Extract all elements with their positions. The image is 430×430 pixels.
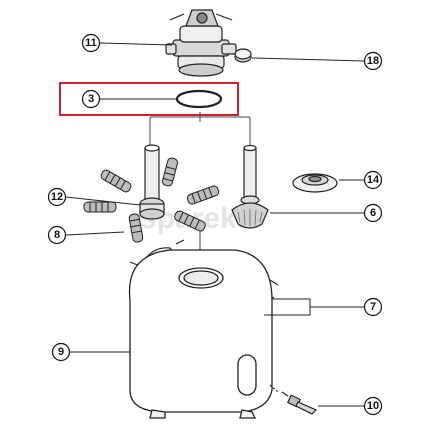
callout-label-standpipe: 6 bbox=[370, 207, 376, 219]
callout-circles bbox=[47, 33, 383, 416]
callout-label-valve-cap: 18 bbox=[367, 55, 379, 67]
lateral-hub[interactable] bbox=[139, 144, 165, 220]
drain-plug[interactable] bbox=[269, 384, 318, 415]
callout-label-o-ring: 3 bbox=[88, 93, 94, 105]
callout-label-lateral: 8 bbox=[54, 229, 60, 241]
callout-label-cover: 14 bbox=[367, 174, 380, 186]
cap[interactable] bbox=[234, 48, 252, 63]
callout-label-tank: 9 bbox=[58, 346, 64, 358]
standpipe-diffuser[interactable] bbox=[231, 144, 269, 229]
lateral[interactable] bbox=[83, 157, 220, 243]
leader-lines bbox=[65, 42, 365, 407]
o-ring-highlight-box bbox=[59, 82, 239, 116]
callout-label-valve: 11 bbox=[85, 37, 97, 49]
callout-label-clamp: 7 bbox=[370, 301, 376, 313]
o-ring[interactable] bbox=[175, 89, 223, 109]
callout-label-hub: 12 bbox=[51, 191, 63, 203]
assembly-guide-lines bbox=[149, 112, 251, 265]
callout-label-drain: 10 bbox=[367, 400, 379, 412]
multiport-valve[interactable] bbox=[165, 9, 237, 77]
filter-tank[interactable] bbox=[128, 249, 273, 419]
diffuser-cover[interactable] bbox=[292, 173, 338, 193]
